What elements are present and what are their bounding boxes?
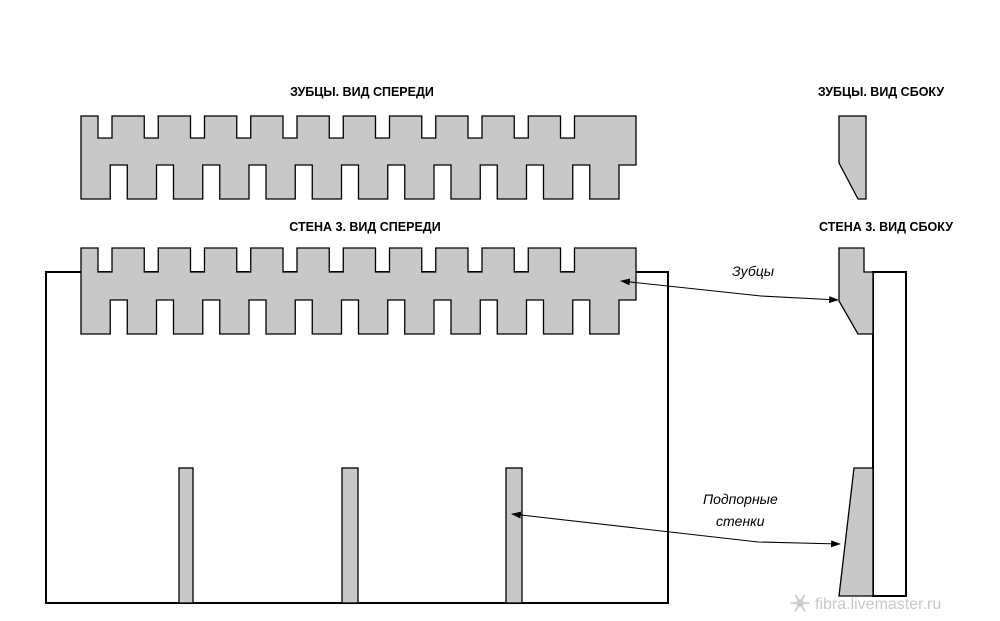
teeth-side-on-wall [838,247,874,335]
wall-side-view [872,271,907,597]
teeth-comb-front-view [80,115,637,200]
watermark-text: fibra.livemaster.ru [815,596,941,613]
wall-side-title: СТЕНА 3. ВИД СБОКУ [819,220,953,234]
teeth-front-title: ЗУБЦЫ. ВИД СПЕРЕДИ [290,85,434,99]
support-wall-2 [341,467,359,604]
supports-callout-arrow [511,511,841,548]
snowflake-icon [790,594,810,612]
support-wall-1 [178,467,194,604]
watermark: fibra.livemaster.ru [790,594,941,613]
wall-front-title: СТЕНА 3. ВИД СПЕРЕДИ [289,220,440,234]
teeth-side-title: ЗУБЦЫ. ВИД СБОКУ [818,85,944,99]
supports-callout-label-line2: стенки [716,513,765,529]
teeth-side-view [838,115,867,200]
teeth-callout-label: Зубцы [732,263,775,279]
teeth-callout-arrow [620,278,839,303]
support-wall-3 [505,467,523,604]
supports-callout-label-line1: Подпорные [703,491,778,507]
support-wall-side [838,467,874,597]
